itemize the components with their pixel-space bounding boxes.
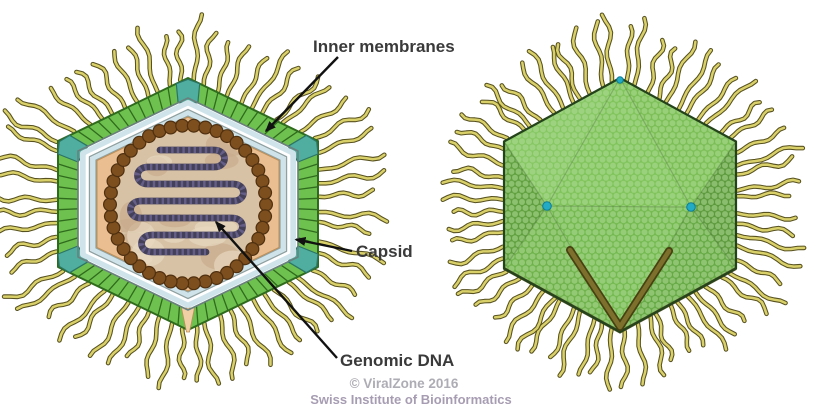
- virion-core: [102, 118, 273, 291]
- vertex-dot: [616, 76, 624, 84]
- genomic-dna-coil: [127, 146, 247, 256]
- inner-membranes-label: Inner membranes: [313, 37, 455, 56]
- capsid-arrow: [294, 237, 353, 253]
- vertex-dot: [542, 201, 552, 211]
- genomic-dna-label: Genomic DNA: [340, 351, 454, 370]
- right-virion-icosahedral: [440, 12, 807, 392]
- icosahedral-capsid: [502, 76, 738, 334]
- genomic-dna-arrow: [215, 220, 338, 359]
- surface-fibers: [440, 12, 807, 392]
- capsid-label: Capsid: [356, 242, 413, 261]
- stargate-vertex: [566, 246, 673, 331]
- vertex-dot: [686, 202, 696, 212]
- left-virion-cross-section: [0, 12, 390, 391]
- inner-membranes-arrow: [264, 56, 339, 133]
- annotations: Inner membranes Capsid Genomic DNA: [215, 37, 455, 370]
- credit: © ViralZone 2016 Swiss Institute of Bioi…: [310, 376, 512, 407]
- surface-fibers: [0, 12, 390, 391]
- sib-credit: Swiss Institute of Bioinformatics: [310, 392, 512, 407]
- viralzone-credit: © ViralZone 2016: [350, 376, 459, 391]
